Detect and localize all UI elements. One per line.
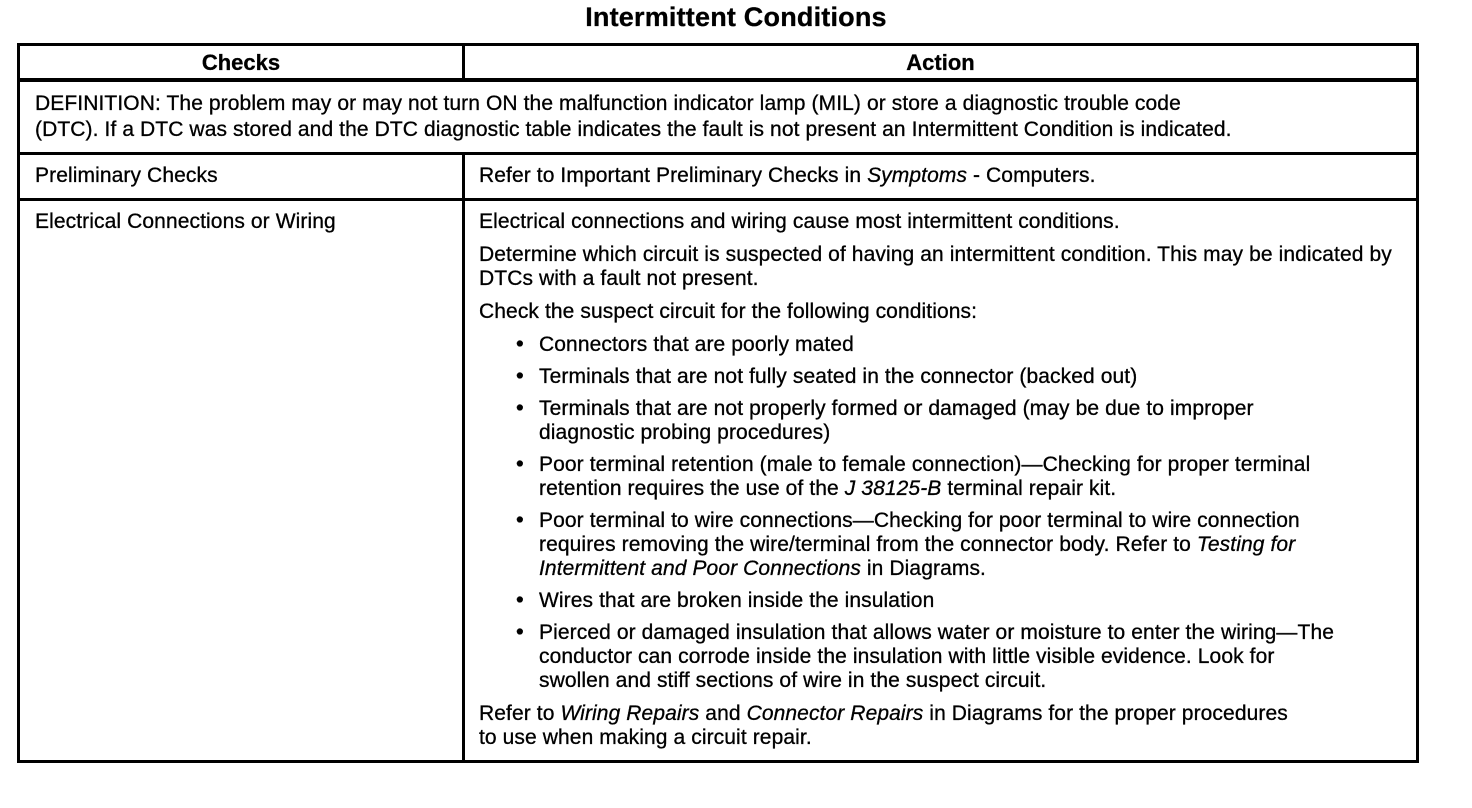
table-row: Preliminary Checks Refer to Important Pr… [17, 152, 1419, 201]
text-run: Refer to [479, 702, 561, 725]
text-run: Electrical connections and wiring cause … [479, 210, 1120, 233]
italic-text-run: Testing for Intermittent and Poor Connec… [539, 533, 1296, 580]
bullet-item: Poor terminal to wire connections—Checki… [479, 508, 1349, 581]
text-run: in Diagrams. [860, 557, 986, 580]
text-run: terminal repair kit. [941, 477, 1117, 500]
bullet-item: Poor terminal retention (male to female … [479, 452, 1349, 501]
text-run: in Diagrams for the proper procedures to… [479, 702, 1288, 749]
definition-row: DEFINITION: The problem may or may not t… [17, 78, 1419, 155]
paragraph: Determine which circuit is suspected of … [479, 243, 1408, 291]
text-run: and [699, 702, 747, 725]
paragraph: Electrical connections and wiring cause … [479, 210, 1408, 234]
bullet-list: Connectors that are poorly matedTerminal… [479, 332, 1408, 693]
bullet-item: Terminals that are not properly formed o… [479, 396, 1349, 445]
action-column-header: Action [462, 43, 1419, 82]
paragraph: Check the suspect circuit for the follow… [479, 300, 1408, 324]
italic-text-run: Symptoms [867, 164, 968, 187]
italic-text-run: Connector Repairs [746, 702, 924, 725]
text-run: Refer to Important Preliminary Checks in [479, 164, 868, 187]
check-cell-preliminary: Preliminary Checks [17, 152, 465, 201]
text-run: Terminals that are not properly formed o… [539, 397, 1254, 444]
bullet-item: Wires that are broken inside the insulat… [479, 588, 1349, 613]
table-row: Electrical Connections or Wiring Electri… [17, 198, 1419, 763]
text-run: - Computers. [967, 164, 1096, 187]
paragraph: Refer to Wiring Repairs and Connector Re… [479, 702, 1299, 750]
text-run: Connectors that are poorly mated [539, 333, 854, 356]
text-run: Wires that are broken inside the insulat… [539, 589, 935, 612]
text-run: Determine which circuit is suspected of … [479, 243, 1392, 290]
bullet-item: Pierced or damaged insulation that allow… [479, 620, 1349, 693]
action-cell-electrical: Electrical connections and wiring cause … [462, 198, 1419, 763]
text-run: Poor terminal to wire connections—Checki… [539, 509, 1300, 556]
definition-cell: DEFINITION: The problem may or may not t… [17, 78, 1419, 155]
checks-column-header: Checks [17, 43, 465, 82]
text-run: Pierced or damaged insulation that allow… [539, 621, 1335, 692]
text-run: Poor terminal retention (male to female … [539, 453, 1311, 500]
intermittent-conditions-table: Checks Action DEFINITION: The problem ma… [17, 43, 1419, 763]
text-run: Check the suspect circuit for the follow… [479, 300, 978, 323]
paragraph: Refer to Important Preliminary Checks in… [479, 164, 1299, 188]
header-row: Checks Action [17, 43, 1419, 82]
definition-text: DEFINITION: The problem may or may not t… [35, 92, 1232, 141]
check-cell-electrical: Electrical Connections or Wiring [17, 198, 465, 763]
text-run: Terminals that are not fully seated in t… [539, 365, 1138, 388]
bullet-item: Connectors that are poorly mated [479, 332, 1349, 357]
page-title: Intermittent Conditions [585, 2, 887, 32]
italic-text-run: Wiring Repairs [560, 702, 700, 725]
italic-text-run: J 38125-B [844, 477, 942, 500]
action-cell-preliminary: Refer to Important Preliminary Checks in… [462, 152, 1419, 201]
bullet-item: Terminals that are not fully seated in t… [479, 364, 1349, 389]
